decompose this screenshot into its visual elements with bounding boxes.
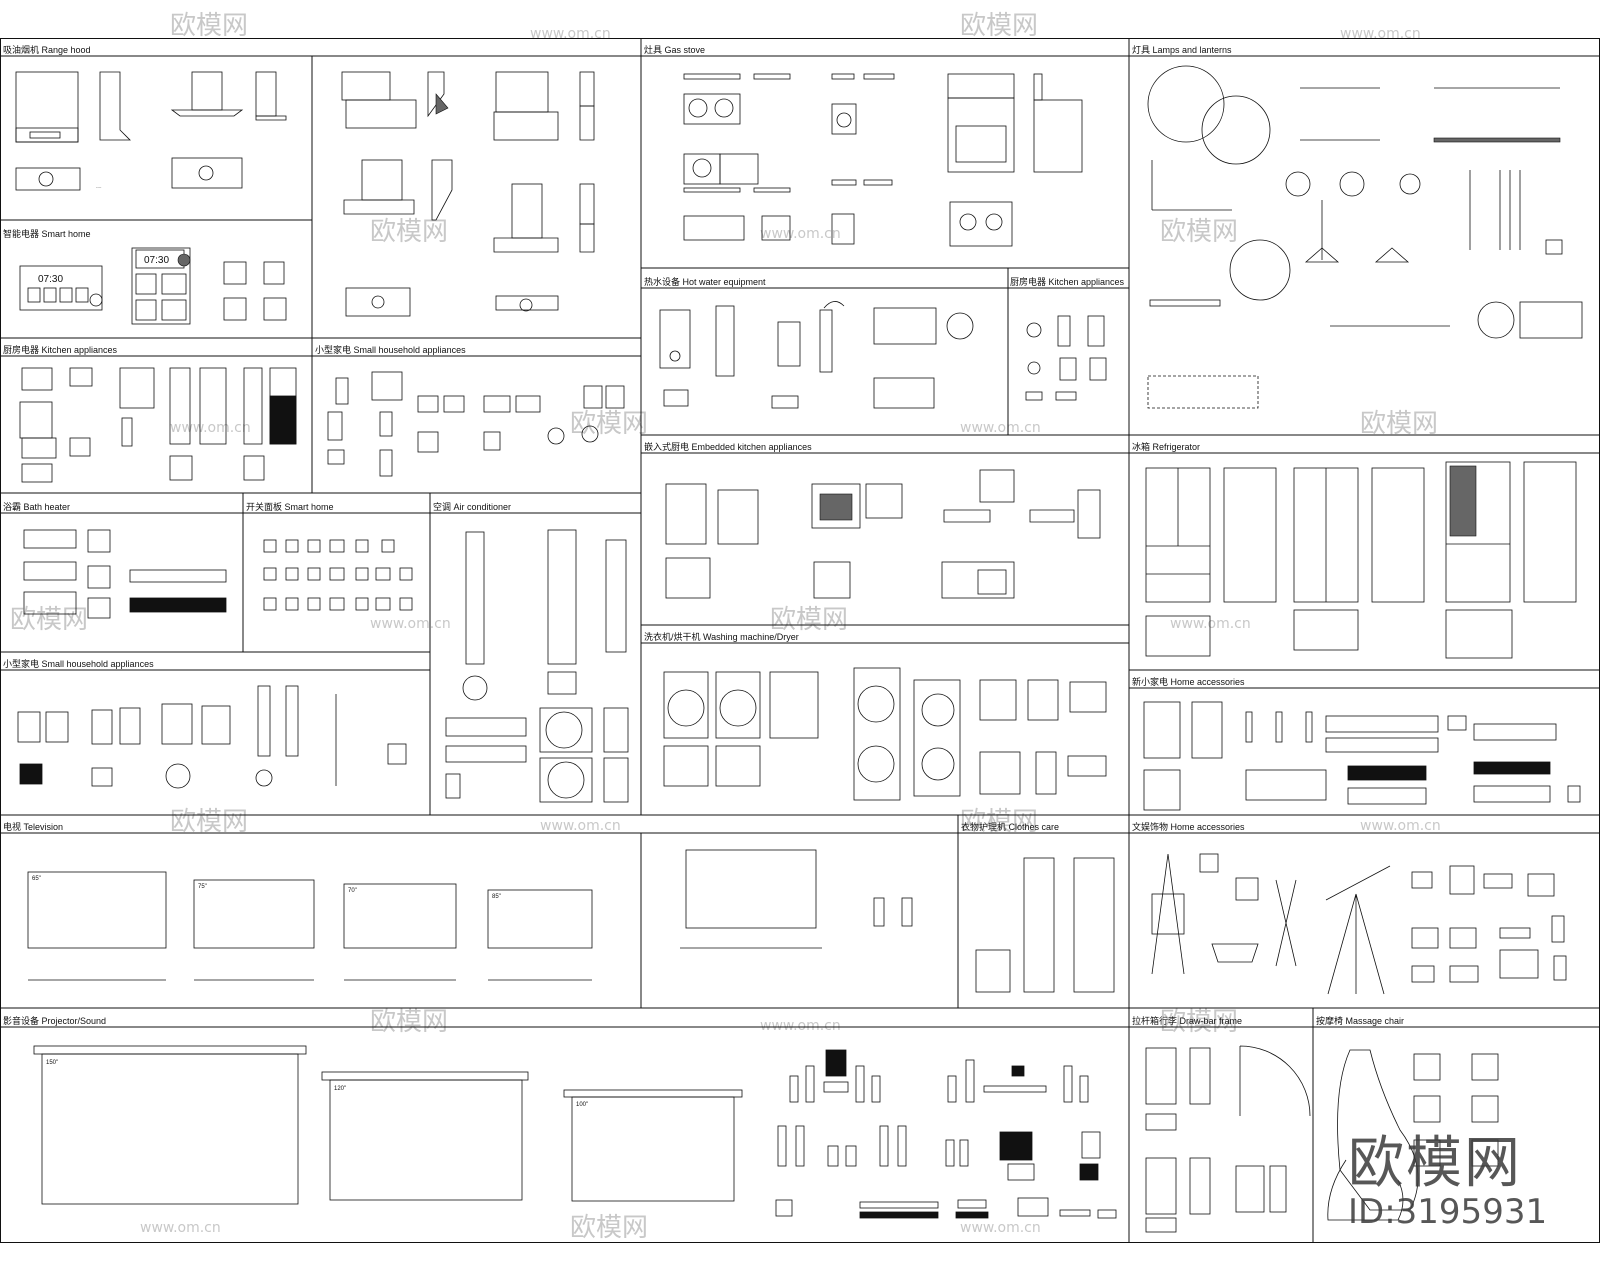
watermark-url: www.om.cn [370,616,451,632]
section-titles: 吸油烟机 Range hood 灶具 Gas stove 灯具 Lamps an… [3,44,1404,1026]
section-title: 开关面板 Smart home [246,501,334,512]
watermark-brand: 欧模网 [170,11,248,41]
watermark-brand: 欧模网 [570,409,648,439]
section-grid [0,38,1600,1243]
watermark-url: www.om.cn [1360,818,1441,834]
watermark-url: www.om.cn [530,26,611,42]
section-title: 空调 Air conditioner [433,501,511,512]
section-title: 吸油烟机 Range hood [3,44,91,55]
embedded-kitchen-drawings [665,469,1101,599]
tv-size: 70" [348,888,357,894]
section-title: 浴霸 Bath heater [3,502,70,512]
watermark-url: www.om.cn [170,420,251,436]
small-appliance-2-drawings [17,685,407,789]
section-title: 小型家电 Small household appliances [315,344,466,355]
tv-drawings: 65" 75" 70" 85" [27,849,913,981]
clothes-care-drawings [975,857,1115,993]
watermark-url: www.om.cn [1340,26,1421,42]
clock-display: 07:30 [144,255,169,266]
watermark-brand: 欧模网 [170,807,248,837]
hot-water-drawings [659,301,974,409]
aircon-drawings [445,529,629,803]
luggage-drawings [1145,1045,1311,1233]
watermark-brand: 欧模网 [960,11,1038,41]
bath-heater-drawings [23,529,227,619]
watermark-brand: 欧模网 [370,1007,448,1037]
section-title: 嵌入式厨电 Embedded kitchen appliances [644,441,812,452]
section-title: 热水设备 Hot water equipment [644,276,766,287]
projector-drawings: 150" 120" 100" [33,1045,1117,1219]
small-appliance-1-drawings [327,371,625,477]
section-title: 衣物护理机 Clothes care [961,821,1059,832]
section-title: 小型家电 Small household appliances [3,658,154,669]
section-title: 厨房电器 Kitchen appliances [3,344,118,355]
watermark-url: www.om.cn [760,1018,841,1034]
massage-chair-drawings [1327,1049,1499,1221]
watermark-brand: 欧模网 [1360,409,1438,439]
section-title: 文娱饰物 Home accessories [1132,821,1245,832]
section-title: 洗衣机/烘干机 Washing machine/Dryer [644,631,799,642]
watermark-url: www.om.cn [960,420,1041,436]
washer-drawings [663,667,1107,801]
screen-size: 100" [576,1102,588,1108]
tv-size: 65" [32,876,41,882]
model-id-watermark: ID:3195931 [1348,1192,1548,1232]
section-title: 厨房电器 Kitchen appliances [1010,276,1125,287]
watermark-brand: 欧模网 [570,1213,648,1243]
fridge-drawings [1145,461,1577,659]
section-title: 按摩椅 Massage chair [1316,1015,1404,1026]
section-title: 电视 Television [3,821,63,832]
home-accessories-2-drawings [1151,853,1567,995]
watermark-url: www.om.cn [540,818,621,834]
watermark-url: www.om.cn [760,226,841,242]
watermark-layer: 欧模网 www.om.cn 欧模网 www.om.cn 欧模网 www.om.c… [10,11,1441,1243]
section-title: 影音设备 Projector/Sound [3,1015,106,1026]
home-accessories-1-drawings [1143,701,1581,811]
section-title: 灶具 Gas stove [644,44,705,55]
smart-home-1-drawings: 07:30 07:30 [19,247,287,325]
section-title: 冰箱 Refrigerator [1132,441,1200,452]
brand-logo-watermark: 欧模网 [1348,1131,1522,1196]
watermark-url: www.om.cn [140,1220,221,1236]
tv-size: 85" [492,894,501,900]
kitchen-appliance-drawings [19,367,297,483]
section-title: 新小家电 Home accessories [1132,676,1245,687]
watermark-brand: 欧模网 [10,605,88,635]
screen-size: 150" [46,1060,58,1066]
lamp-drawings [1147,65,1583,409]
range-hood-drawings: ---- [15,71,595,317]
clock-display: 07:30 [38,274,63,285]
section-title: 智能电器 Smart home [3,228,91,239]
section-title: 灯具 Lamps and lanterns [1132,45,1232,55]
gas-stove-drawings [683,73,1083,247]
watermark-brand: 欧模网 [1160,1007,1238,1037]
section-title: 拉杆箱行李 Draw-bar frame [1132,1015,1242,1026]
screen-size: 120" [334,1086,346,1092]
watermark-brand: 欧模网 [960,807,1038,837]
svg-text:----: ---- [96,184,102,189]
kitchen-small-right-drawings [1025,315,1107,401]
watermark-brand: 欧模网 [770,605,848,635]
tv-size: 75" [198,884,207,890]
watermark-brand: 欧模网 [1160,217,1238,247]
watermark-url: www.om.cn [960,1220,1041,1236]
watermark-brand: 欧模网 [370,217,448,247]
switch-panel-drawings [263,539,413,611]
